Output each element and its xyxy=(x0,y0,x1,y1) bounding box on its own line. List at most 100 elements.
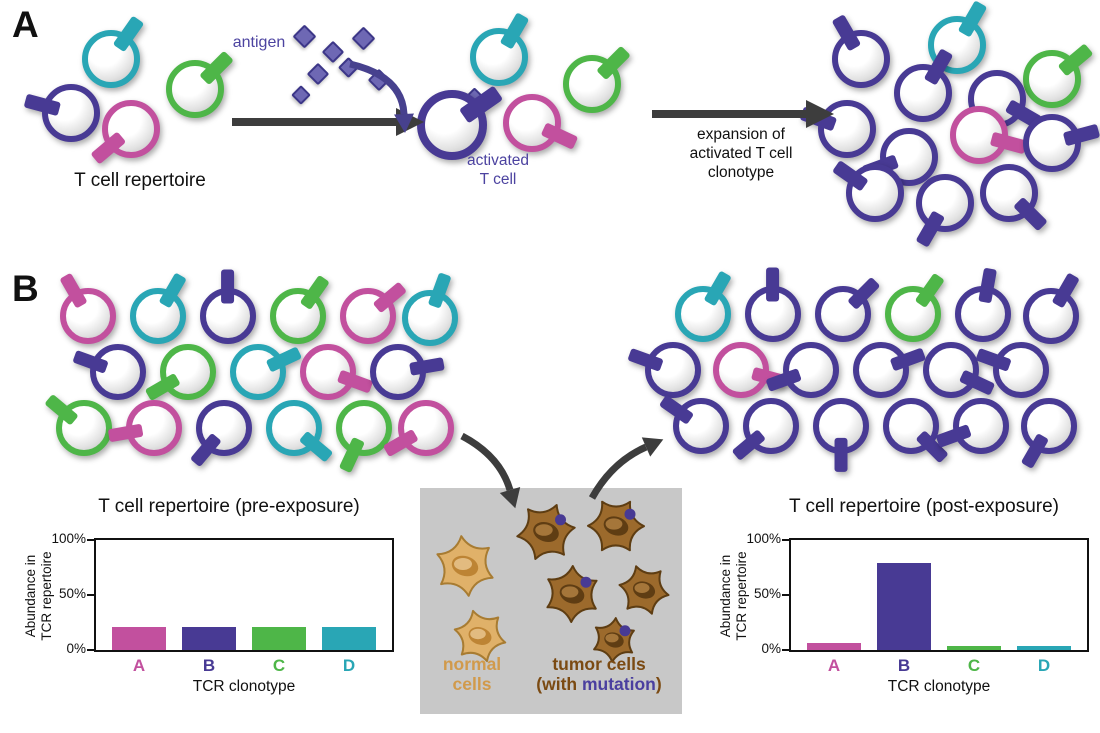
t-cell-purple xyxy=(1023,272,1080,344)
t-cell-purple xyxy=(200,270,256,344)
t-cell-purple xyxy=(1020,398,1077,470)
t-cell-purple xyxy=(627,342,701,398)
t-cell-purple xyxy=(853,342,927,398)
y-tick-label: 100% xyxy=(51,531,86,546)
cell-membrane xyxy=(1021,398,1077,454)
tumor-label-line1: tumor cells xyxy=(552,654,646,674)
bar-B xyxy=(877,563,931,650)
t-cell-green xyxy=(44,393,112,456)
t-cell-purple xyxy=(417,85,504,160)
y-tick-label: 0% xyxy=(66,641,86,656)
panel-b-label: B xyxy=(12,268,39,309)
antigen-icon xyxy=(351,26,376,51)
t-cell-magenta xyxy=(300,344,374,400)
post-chart-plot-area: 0%50%100% xyxy=(746,531,1089,656)
category-label-C: C xyxy=(967,656,981,675)
t-cell-purple xyxy=(745,268,801,342)
t-cell-green xyxy=(166,50,234,118)
y-tick-label: 100% xyxy=(746,531,781,546)
category-label-D: D xyxy=(1037,656,1051,675)
t-cell-purple xyxy=(731,398,799,461)
cell-membrane xyxy=(885,286,941,342)
mutation-dot xyxy=(580,576,592,588)
t-cell-magenta xyxy=(107,400,182,456)
t-cell-magenta xyxy=(382,400,454,457)
panel-a-label: A xyxy=(12,4,39,45)
t-cell-green xyxy=(270,274,330,344)
t-cell-purple xyxy=(915,174,974,248)
t-cell-repertoire-label: T cell repertoire xyxy=(74,170,206,191)
pre-exposure-chart: T cell repertoire (pre-exposure) Abundan… xyxy=(23,496,430,702)
cell-membrane xyxy=(417,90,487,160)
cell-membrane xyxy=(230,344,286,400)
cell-membrane xyxy=(130,288,186,344)
bar-A xyxy=(112,626,166,650)
activated-label-line1: activated xyxy=(466,152,530,169)
t-cell-magenta xyxy=(340,281,408,344)
tumor-label-close: ) xyxy=(655,674,662,695)
cell-membrane xyxy=(846,164,904,222)
t-cell-magenta xyxy=(713,342,787,398)
y-label-line1: Abundance in xyxy=(23,554,38,638)
post-exposure-chart: T cell repertoire (post-exposure) Abunda… xyxy=(718,496,1100,702)
normal-cell xyxy=(436,535,494,597)
pre-exposure-cluster xyxy=(44,270,463,473)
t-cell-magenta xyxy=(59,272,116,344)
mutation-word: mutation xyxy=(581,674,656,695)
y-tick-label: 0% xyxy=(761,641,781,656)
pre-chart-plot-area: 0% 50% 100% xyxy=(51,531,394,656)
y-tick-label: 50% xyxy=(58,586,86,601)
t-cell-green xyxy=(563,45,631,113)
cell-membrane xyxy=(743,398,799,454)
antigen-icon xyxy=(291,85,311,105)
t-cell-purple xyxy=(815,276,881,342)
cell-membrane xyxy=(923,342,979,398)
t-cell-purple xyxy=(832,160,904,222)
t-cell-purple xyxy=(883,398,949,464)
y-label-line1: Abundance in xyxy=(718,554,733,638)
t-cell-purple xyxy=(894,48,953,122)
category-label-B: B xyxy=(202,656,216,675)
cell-membrane xyxy=(160,344,216,400)
y-tick xyxy=(782,539,789,541)
bar-D xyxy=(1017,645,1071,650)
cell-membrane xyxy=(675,286,731,342)
cell-membrane xyxy=(563,55,621,113)
normal-cells-label: normal cells xyxy=(424,654,520,694)
t-cell-teal xyxy=(675,270,732,342)
tumor-cell xyxy=(618,565,670,615)
t-cell-green xyxy=(336,400,392,473)
bar-B xyxy=(182,626,236,650)
normal-label-line2: cells xyxy=(452,674,492,695)
t-cell-purple xyxy=(659,394,729,454)
cell-membrane xyxy=(1023,288,1079,344)
tumor-label-line2: (with mutation) xyxy=(520,674,678,694)
category-label-B: B xyxy=(897,656,911,675)
t-cell-purple xyxy=(813,398,869,472)
t-cell-repertoire-cluster xyxy=(23,16,240,192)
pre-chart-title: T cell repertoire (pre-exposure) xyxy=(98,496,360,517)
tumor-cell xyxy=(546,565,598,623)
tumor-cell xyxy=(516,504,576,560)
y-tick xyxy=(87,539,94,541)
expansion-label-line1: expansion of xyxy=(697,126,785,143)
pre-chart-x-axis-label: TCR clonotype xyxy=(192,678,296,695)
t-cell-teal xyxy=(230,344,303,400)
tumor-cells-label: tumor cells (with mutation) xyxy=(520,654,678,694)
expansion-label-line2: activated T cell xyxy=(689,144,793,162)
y-tick xyxy=(87,594,94,596)
t-cell-teal xyxy=(402,272,458,346)
bar-A xyxy=(807,643,861,650)
mutation-dot xyxy=(555,514,566,526)
antigen-label: antigen xyxy=(232,34,286,51)
cell-membrane xyxy=(993,342,1049,398)
y-tick xyxy=(782,649,789,651)
mutation-dot xyxy=(619,625,631,637)
tumor-cell xyxy=(587,500,645,552)
cell-membrane xyxy=(340,288,396,344)
post-chart-title: T cell repertoire (post-exposure) xyxy=(789,496,1059,517)
t-cell-purple xyxy=(980,164,1048,232)
antigen-icon xyxy=(367,68,391,92)
t-cell-purple xyxy=(955,267,1011,342)
cell-membrane xyxy=(402,290,458,346)
